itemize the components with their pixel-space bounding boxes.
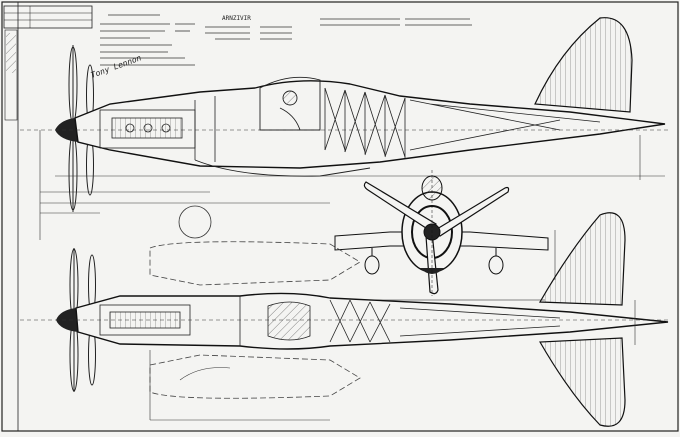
side-engine-bay <box>99 96 216 162</box>
plan-tail-upper <box>538 212 626 306</box>
side-fuselage-truss <box>324 87 601 158</box>
side-view <box>20 17 670 240</box>
plan-wing <box>149 241 361 399</box>
header-title: ARNZIVIR <box>222 15 251 22</box>
side-fuselage <box>74 80 666 169</box>
plan-dimension-lines <box>20 300 670 421</box>
side-spinner <box>55 118 78 142</box>
side-cockpit <box>259 76 321 131</box>
title-block <box>3 5 93 121</box>
side-dimension-lines <box>20 129 670 240</box>
plan-fuselage-detail <box>99 296 561 346</box>
front-landing-gear <box>364 248 504 275</box>
plan-tail-lower <box>538 337 626 427</box>
plan-detail-circle <box>178 205 212 239</box>
plan-fuselage <box>75 292 669 350</box>
side-tail-fin <box>534 17 633 113</box>
specification-legend <box>100 14 195 66</box>
performance-table <box>320 18 472 26</box>
plan-spinner <box>56 308 78 332</box>
weights-table <box>205 26 292 40</box>
designer-signature: Tony Lennon <box>90 53 143 80</box>
plan-view <box>20 205 670 427</box>
front-view <box>334 170 556 311</box>
